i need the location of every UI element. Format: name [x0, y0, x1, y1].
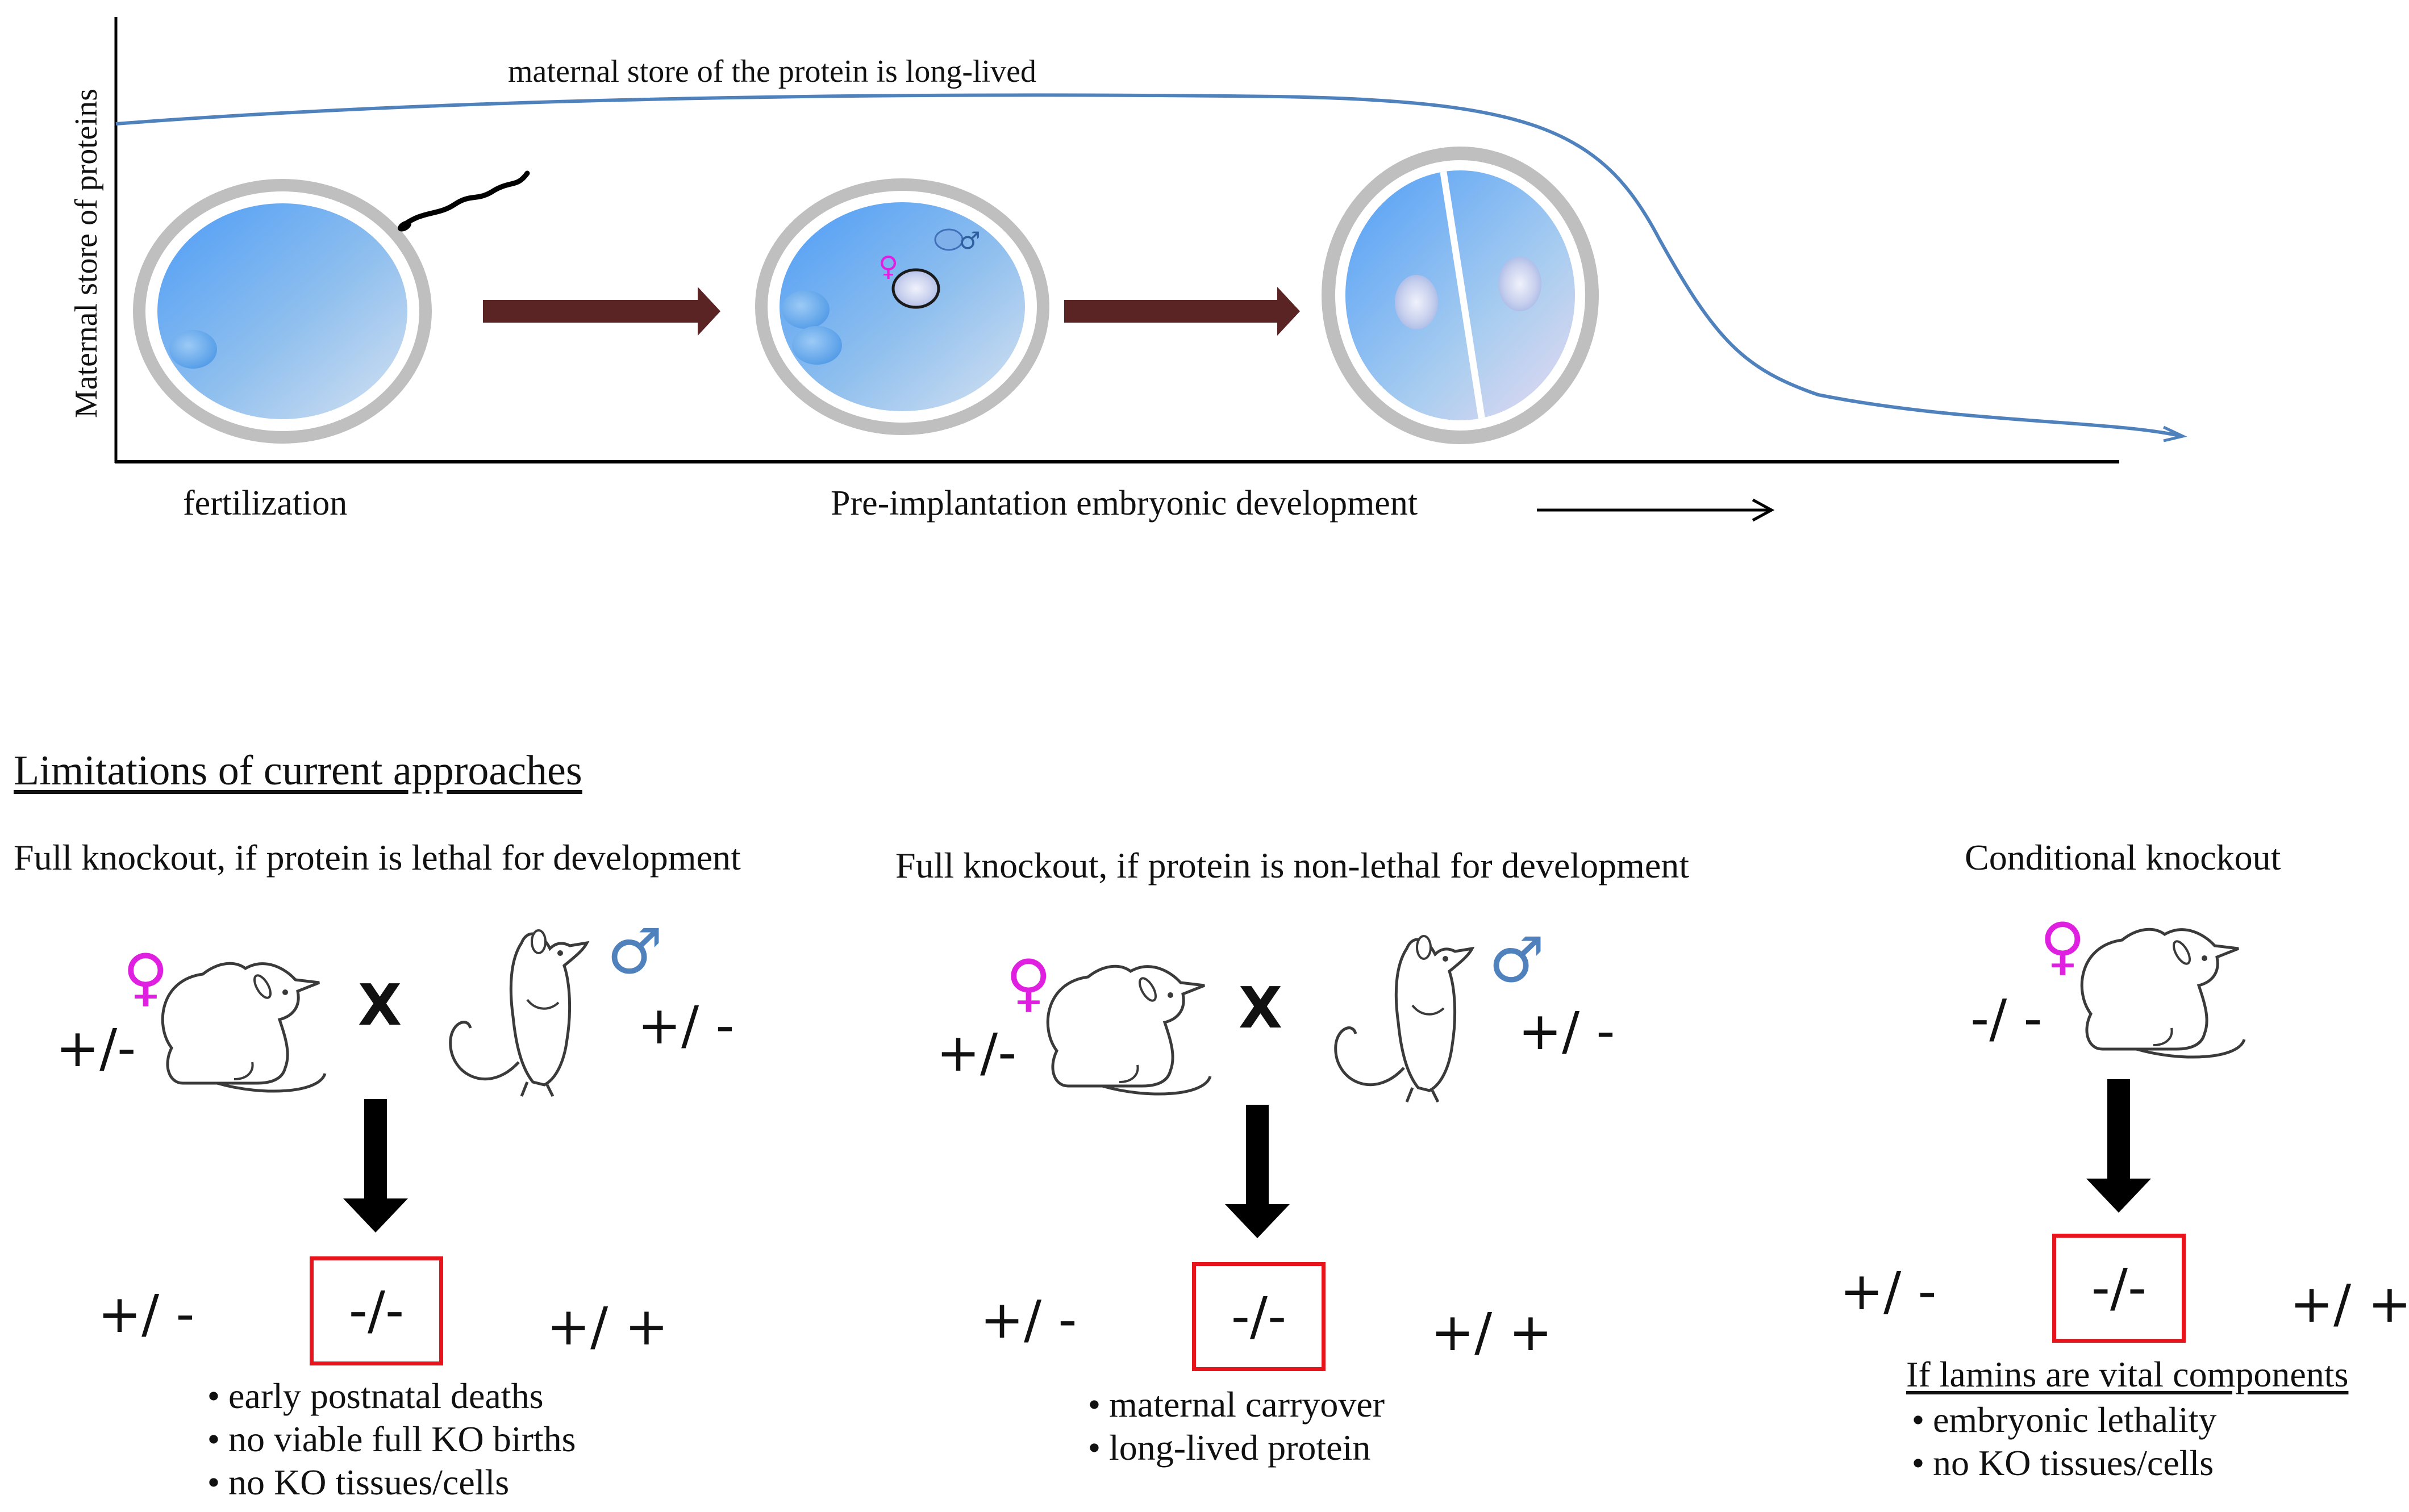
col3-offspring-ko: -/-: [2091, 1258, 2147, 1318]
female-mouse-2: [1048, 966, 1210, 1094]
col1-notes: early postnatal deaths no viable full KO…: [199, 1375, 576, 1504]
col1-offspring-het: +/ -: [98, 1284, 195, 1344]
col2-male-genotype: +/ -: [1518, 1001, 1615, 1062]
maternal-store-curve: [115, 93, 2182, 438]
male-pronucleus-symbol: ♂: [959, 227, 981, 254]
col2-note: long-lived protein: [1080, 1426, 1385, 1469]
stage-arrow-1: [483, 287, 720, 336]
female-symbol-2: ♀: [1006, 946, 1052, 1019]
female-pronucleus-symbol: ♀: [878, 250, 898, 282]
col3-ko-highlight-box: -/-: [2052, 1234, 2186, 1343]
col2-female-genotype: +/-: [936, 1022, 1017, 1083]
fertilization-label: fertilization: [183, 484, 348, 523]
top-panel-graphics: ♀ ♂: [114, 17, 2187, 522]
polar-body-1: [782, 290, 830, 329]
blastomere-nucleus-1: [1395, 275, 1438, 329]
female-pronucleus: [891, 268, 940, 309]
male-symbol-1: ♂: [607, 915, 663, 988]
col2-offspring-het: +/ -: [980, 1289, 1077, 1350]
stage-arrow-2: [1064, 287, 1300, 336]
col1-offspring-ko: -/-: [348, 1280, 405, 1341]
col1-cross-symbol: X: [358, 972, 402, 1038]
col3-offspring-wt: +/ +: [2290, 1273, 2409, 1334]
female-symbol-1: ♀: [123, 941, 169, 1013]
col3-notes: embryonic lethality no KO tissues/cells: [1903, 1398, 2216, 1485]
col3-note: no KO tissues/cells: [1903, 1442, 2216, 1485]
stage-oocyte: [133, 170, 530, 444]
col3-offspring-het: +/ -: [1840, 1261, 1937, 1322]
col1-offspring-wt: +/ +: [547, 1296, 669, 1357]
col3-notes-heading: If lamins are vital components: [1906, 1354, 2349, 1394]
col2-offspring-wt: +/ +: [1431, 1302, 1553, 1363]
column-3-title: Conditional knockout: [1965, 837, 2281, 878]
male-symbol-2: ♂: [1489, 924, 1545, 996]
col1-note: no viable full KO births: [199, 1418, 576, 1461]
down-arrow-1: [343, 1099, 408, 1233]
col1-ko-highlight-box: -/-: [310, 1256, 443, 1365]
y-axis-label: Maternal store of proteins: [69, 88, 104, 419]
stage-zygote: ♀ ♂: [755, 178, 1049, 435]
sperm-icon: [399, 170, 530, 229]
column-2-title: Full knockout, if protein is non-lethal …: [895, 845, 1690, 886]
col1-male-genotype: +/ -: [637, 995, 735, 1056]
section-heading: Limitations of current approaches: [14, 747, 582, 794]
col3-note: embryonic lethality: [1903, 1398, 2216, 1442]
col2-ko-highlight-box: -/-: [1192, 1262, 1326, 1371]
male-mouse-2: [1336, 936, 1472, 1102]
female-mouse-1: [162, 963, 325, 1091]
polar-body: [169, 330, 217, 369]
col3-female-genotype: -/ -: [1970, 988, 2043, 1049]
col2-notes: maternal carryover long-lived protein: [1080, 1383, 1385, 1469]
down-arrow-3: [2086, 1079, 2151, 1213]
blastomere-nucleus-2: [1498, 257, 1541, 311]
down-arrow-2: [1225, 1105, 1290, 1238]
polar-body-2: [792, 326, 842, 365]
male-mouse-1: [451, 930, 587, 1096]
col2-offspring-ko: -/-: [1231, 1286, 1287, 1347]
female-mouse-3: [2082, 929, 2244, 1057]
male-pronucleus: [934, 228, 964, 251]
female-symbol-3: ♀: [2040, 909, 2086, 982]
col2-cross-symbol: X: [1239, 975, 1283, 1041]
curve-annotation: maternal store of the protein is long-li…: [508, 54, 1036, 89]
col1-note: early postnatal deaths: [199, 1375, 576, 1418]
column-1-title: Full knockout, if protein is lethal for …: [14, 837, 741, 878]
col1-female-genotype: +/-: [56, 1018, 136, 1079]
curve-end-arrowhead: [2162, 425, 2187, 442]
stage-two-cell: [1322, 147, 1599, 444]
x-axis-label: Pre-implantation embryonic development: [831, 484, 1418, 523]
col2-note: maternal carryover: [1080, 1383, 1385, 1426]
col1-note: no KO tissues/cells: [199, 1461, 576, 1504]
